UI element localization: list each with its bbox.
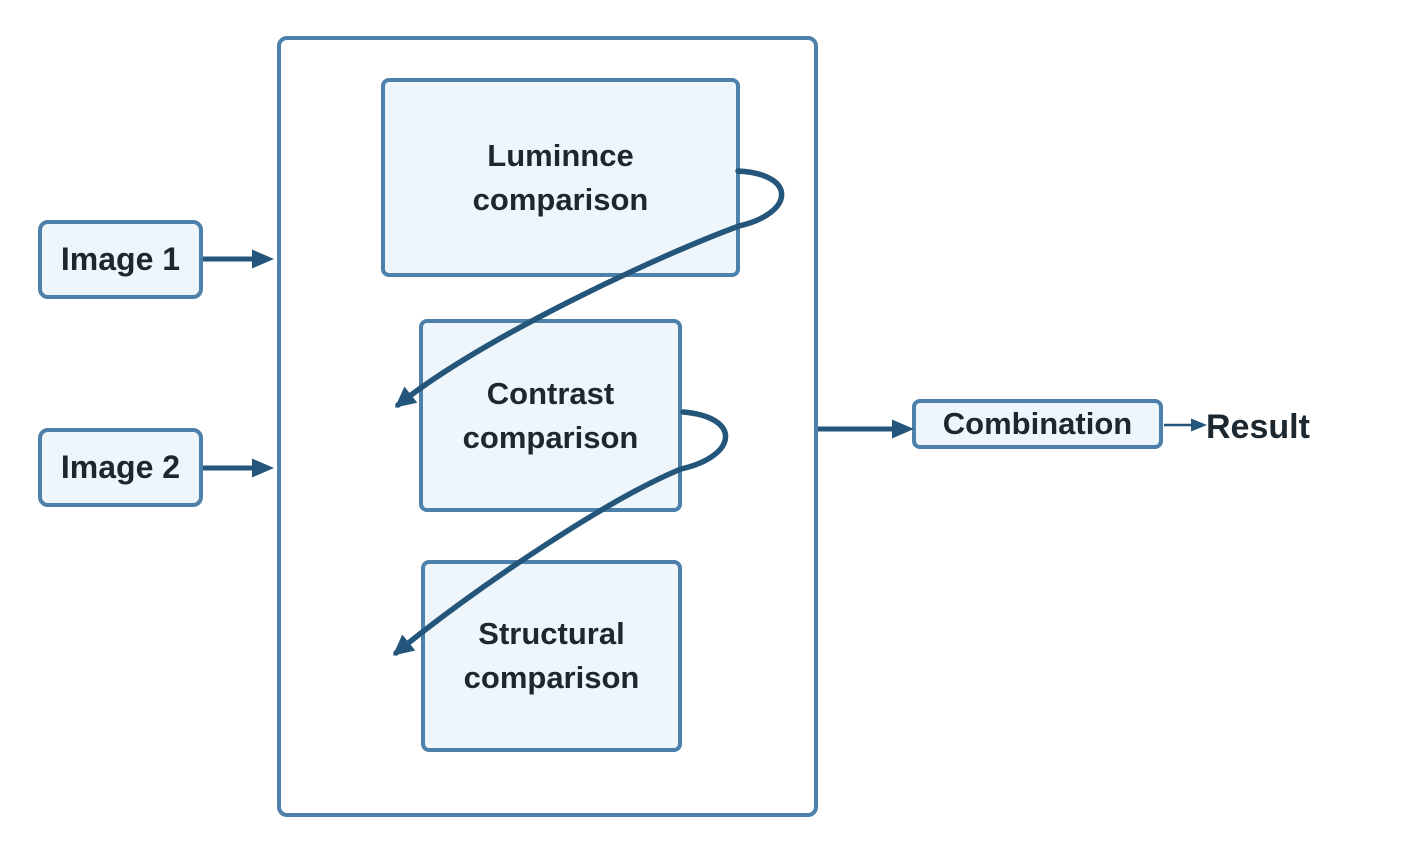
connector-combination-to-result	[1164, 418, 1207, 432]
node-image-2: Image 2	[38, 428, 203, 507]
arrowhead-image1	[252, 249, 274, 269]
arrowhead-image2	[252, 458, 274, 478]
result-label: Result	[1206, 408, 1310, 446]
node-contrast-comparison: Contrast comparison	[419, 319, 682, 512]
arrowhead-result	[1191, 418, 1207, 432]
node-combination: Combination	[912, 399, 1163, 449]
node-structural-comparison: Structural comparison	[421, 560, 682, 752]
arrowhead-combination	[892, 419, 914, 439]
connector-pipeline-to-combination	[818, 419, 914, 439]
node-luminance-comparison: Luminnce comparison	[381, 78, 740, 277]
node-image-1: Image 1	[38, 220, 203, 299]
connector-image1-to-pipeline	[203, 249, 274, 269]
connector-image2-to-pipeline	[203, 458, 274, 478]
